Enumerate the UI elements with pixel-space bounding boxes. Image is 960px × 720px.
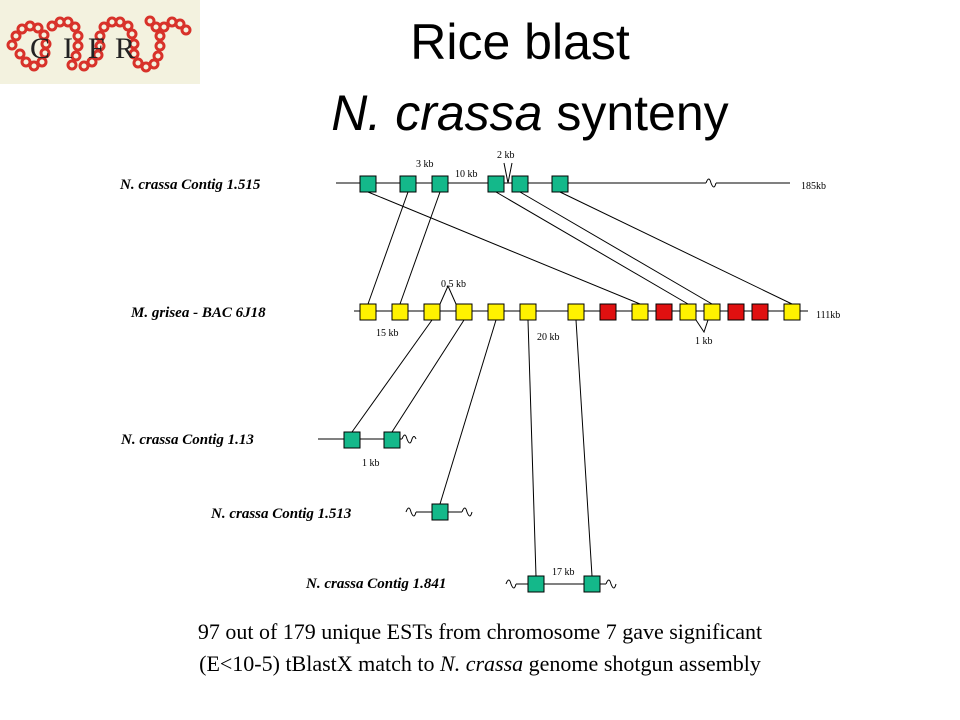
gene-box	[359, 175, 377, 193]
gene-box	[631, 303, 649, 321]
bac-genes	[359, 303, 801, 321]
contig-113-annotation-1kb: 1 kb	[362, 458, 380, 469]
gene-box	[383, 431, 401, 449]
gene-box	[487, 303, 505, 321]
row-label-bac-6j18: M. grisea - BAC 6J18	[130, 305, 266, 321]
footer-note: 97 out of 179 unique ESTs from chromosom…	[120, 616, 840, 680]
logo-letter-c: C	[30, 32, 50, 65]
footer-line-2: (E<10-5) tBlastX match to N. crassa geno…	[120, 648, 840, 680]
contig-1515-length: 185kb	[801, 181, 826, 192]
gene-box	[519, 303, 537, 321]
gene-box	[527, 575, 545, 593]
bac-annotation-05kb: 0.5 kb	[441, 279, 466, 290]
contig-1515-genes	[359, 175, 569, 193]
gene-box	[431, 503, 449, 521]
bac-1kb-pointer	[695, 319, 709, 334]
footer-line-2a: (E<10-5) tBlastX match to	[199, 651, 441, 676]
gene-box	[583, 575, 601, 593]
contig-1841-break-right	[605, 579, 617, 589]
gene-box	[423, 303, 441, 321]
contig-1841-break-left	[505, 579, 517, 589]
contig-1513-break-left	[405, 507, 417, 517]
contig-1515-break	[705, 178, 717, 188]
contig-1515-2kb-pointer	[503, 162, 513, 184]
title-line-1: Rice blast	[410, 14, 630, 70]
gene-box	[391, 303, 409, 321]
bac-length: 111kb	[816, 310, 840, 321]
synteny-links-lower	[351, 319, 593, 577]
gene-box	[727, 303, 745, 321]
bac-05kb-pointer	[439, 284, 457, 305]
cifr-logo: C I F R	[0, 0, 200, 84]
title-species: N. crassa	[331, 85, 543, 141]
gene-box	[431, 175, 449, 193]
gene-box	[359, 303, 377, 321]
gene-box	[783, 303, 801, 321]
gene-box	[399, 175, 417, 193]
title-line-2: N. crassa synteny	[200, 82, 860, 144]
footer-line-2b: genome shotgun assembly	[523, 651, 761, 676]
gene-box	[703, 303, 721, 321]
footer-line-1: 97 out of 179 unique ESTs from chromosom…	[197, 619, 763, 644]
logo-letter-f: F	[88, 32, 105, 65]
bac-annotation-15kb: 15 kb	[376, 328, 399, 339]
gene-box	[455, 303, 473, 321]
gene-box	[751, 303, 769, 321]
gene-box	[655, 303, 673, 321]
footer-species: N. crassa	[440, 651, 524, 676]
contig-1513-break-right	[461, 507, 473, 517]
row-label-contig-1841: N. crassa Contig 1.841	[305, 576, 446, 592]
gene-box	[551, 175, 569, 193]
title-rest: synteny	[542, 85, 729, 141]
bac-annotation-20kb: 20 kb	[537, 332, 560, 343]
bac-annotation-1kb: 1 kb	[695, 336, 713, 347]
logo-letter-i: I	[63, 32, 73, 65]
gene-box	[343, 431, 361, 449]
gene-box	[599, 303, 617, 321]
contig-113-break	[401, 434, 417, 444]
logo-letters: C I F R	[30, 32, 135, 65]
logo-letter-r: R	[115, 32, 135, 65]
contig-1515-annotation-3kb: 3 kb	[416, 159, 434, 170]
contig-1841-annotation-17kb: 17 kb	[552, 567, 575, 578]
row-label-contig-1513: N. crassa Contig 1.513	[210, 506, 352, 522]
gene-box	[567, 303, 585, 321]
gene-box	[487, 175, 505, 193]
contig-1515-annotation-10kb: 10 kb	[455, 169, 478, 180]
synteny-links-1515	[367, 191, 793, 305]
row-label-contig-1515: N. crassa Contig 1.515	[119, 177, 261, 193]
gene-box	[679, 303, 697, 321]
contig-1515-annotation-2kb: 2 kb	[497, 150, 515, 161]
row-label-contig-113: N. crassa Contig 1.13	[120, 432, 254, 448]
cifr-logo-graphic: C I F R	[6, 15, 192, 73]
gene-box	[511, 175, 529, 193]
logo-chain	[6, 15, 192, 73]
